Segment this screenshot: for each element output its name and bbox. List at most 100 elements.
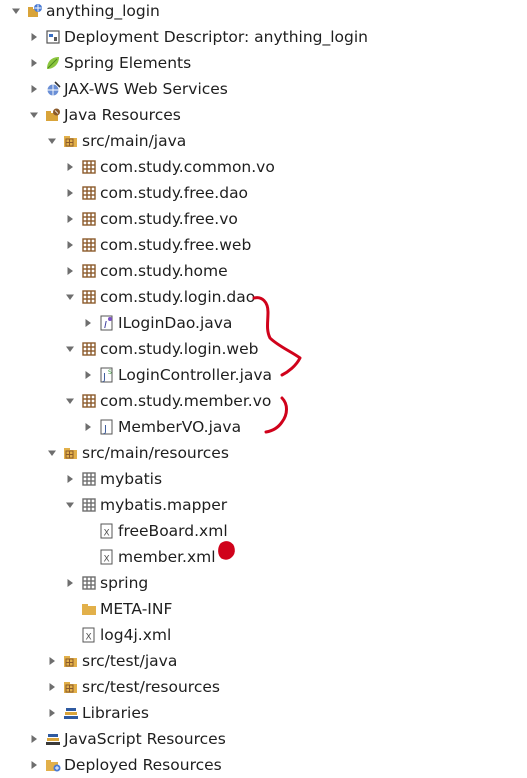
chevron-right-icon[interactable]: [63, 186, 77, 200]
tree-item[interactable]: Java Resources: [27, 102, 181, 128]
chevron-down-icon[interactable]: [63, 394, 77, 408]
tree-item-label: member.xml: [118, 548, 216, 566]
chevron-right-icon[interactable]: [81, 368, 95, 382]
tree-item[interactable]: I ILoginDao.java: [81, 310, 232, 336]
chevron-down-icon[interactable]: [45, 134, 59, 148]
tree-item[interactable]: mybatis: [63, 466, 162, 492]
package-icon: [81, 341, 97, 357]
tree-item[interactable]: JavaScript Resources: [27, 726, 226, 752]
chevron-right-icon[interactable]: [81, 316, 95, 330]
chevron-right-icon[interactable]: [27, 732, 41, 746]
chevron-right-icon[interactable]: [63, 212, 77, 226]
chevron-right-icon[interactable]: [81, 420, 95, 434]
svg-text:X: X: [104, 529, 110, 539]
tree-item-label: com.study.member.vo: [100, 392, 272, 410]
tree-item[interactable]: anything_login: [9, 0, 160, 24]
tree-item[interactable]: src/main/resources: [45, 440, 229, 466]
tree-item-label: mybatis.mapper: [100, 496, 228, 514]
tree-item-label: spring: [100, 574, 149, 592]
tree-item[interactable]: src/test/java: [45, 648, 177, 674]
chevron-right-icon[interactable]: [45, 680, 59, 694]
tree-item-label: JavaScript Resources: [64, 730, 226, 748]
tree-item[interactable]: JAX-WS Web Services: [27, 76, 228, 102]
chevron-down-icon[interactable]: [27, 108, 41, 122]
package-icon: [81, 211, 97, 227]
tree-item-label: com.study.login.dao: [100, 288, 256, 306]
tree-item[interactable]: Deployed Resources: [27, 752, 222, 778]
chevron-right-icon[interactable]: [45, 706, 59, 720]
chevron-down-icon[interactable]: [45, 446, 59, 460]
web-project-icon: [27, 3, 43, 19]
package-icon: [81, 393, 97, 409]
chevron-right-icon[interactable]: [27, 758, 41, 772]
chevron-right-icon[interactable]: [27, 30, 41, 44]
tree-item[interactable]: com.study.free.dao: [63, 180, 248, 206]
deployed-resources-icon: [45, 757, 61, 773]
tree-item[interactable]: com.study.login.dao: [63, 284, 255, 310]
web-services-icon: [45, 81, 61, 97]
xml-file-icon: X: [81, 627, 97, 643]
chevron-down-icon[interactable]: [9, 4, 23, 18]
chevron-down-icon[interactable]: [63, 342, 77, 356]
chevron-right-icon[interactable]: [63, 472, 77, 486]
tree-item[interactable]: spring: [63, 570, 148, 596]
tree-item-label: Deployed Resources: [64, 756, 222, 774]
tree-item[interactable]: Spring Elements: [27, 50, 191, 76]
tree-item-label: ILoginDao.java: [118, 314, 233, 332]
tree-item[interactable]: Deployment Descriptor: anything_login: [27, 24, 368, 50]
svg-text:X: X: [104, 555, 110, 565]
source-folder-icon: [63, 445, 79, 461]
chevron-down-icon[interactable]: [63, 290, 77, 304]
source-folder-icon: [63, 679, 79, 695]
tree-item[interactable]: com.study.member.vo: [63, 388, 271, 414]
resource-package-icon: [81, 575, 97, 591]
tree-item[interactable]: com.study.common.vo: [63, 154, 275, 180]
tree-spacer: [63, 628, 77, 642]
tree-item[interactable]: META-INF: [63, 596, 172, 622]
tree-item-label: log4j.xml: [100, 626, 172, 644]
tree-item-label: com.study.free.web: [100, 236, 252, 254]
tree-item[interactable]: com.study.free.vo: [63, 206, 238, 232]
tree-item-label: META-INF: [100, 600, 173, 618]
tree-item-label: Java Resources: [64, 106, 181, 124]
chevron-right-icon[interactable]: [27, 82, 41, 96]
deployment-descriptor-icon: [45, 29, 61, 45]
tree-item-label: com.study.login.web: [100, 340, 259, 358]
tree-item[interactable]: com.study.free.web: [63, 232, 251, 258]
svg-text:J: J: [103, 424, 107, 435]
tree-item-label: src/main/resources: [82, 444, 229, 462]
svg-text:S: S: [108, 369, 112, 376]
xml-file-icon: X: [99, 523, 115, 539]
package-icon: [81, 185, 97, 201]
svg-text:J: J: [102, 372, 106, 383]
tree-item[interactable]: com.study.login.web: [63, 336, 258, 362]
tree-item[interactable]: src/test/resources: [45, 674, 220, 700]
tree-item-label: LoginController.java: [118, 366, 273, 384]
chevron-right-icon[interactable]: [45, 654, 59, 668]
javascript-resources-icon: [45, 731, 61, 747]
tree-item[interactable]: com.study.home: [63, 258, 228, 284]
chevron-right-icon[interactable]: [63, 160, 77, 174]
chevron-right-icon[interactable]: [63, 238, 77, 252]
tree-item-label: anything_login: [46, 2, 160, 20]
tree-item[interactable]: mybatis.mapper: [63, 492, 227, 518]
tree-item[interactable]: src/main/java: [45, 128, 186, 154]
tree-item-label: com.study.free.dao: [100, 184, 249, 202]
folder-icon: [81, 601, 97, 617]
chevron-right-icon[interactable]: [27, 56, 41, 70]
java-interface-file-icon: I: [99, 315, 115, 331]
chevron-right-icon[interactable]: [63, 264, 77, 278]
libraries-icon: [63, 705, 79, 721]
resource-package-icon: [81, 471, 97, 487]
chevron-down-icon[interactable]: [63, 498, 77, 512]
tree-item[interactable]: Libraries: [45, 700, 149, 726]
java-resources-icon: [45, 107, 61, 123]
tree-spacer: [81, 550, 95, 564]
svg-text:I: I: [104, 320, 107, 331]
chevron-right-icon[interactable]: [63, 576, 77, 590]
